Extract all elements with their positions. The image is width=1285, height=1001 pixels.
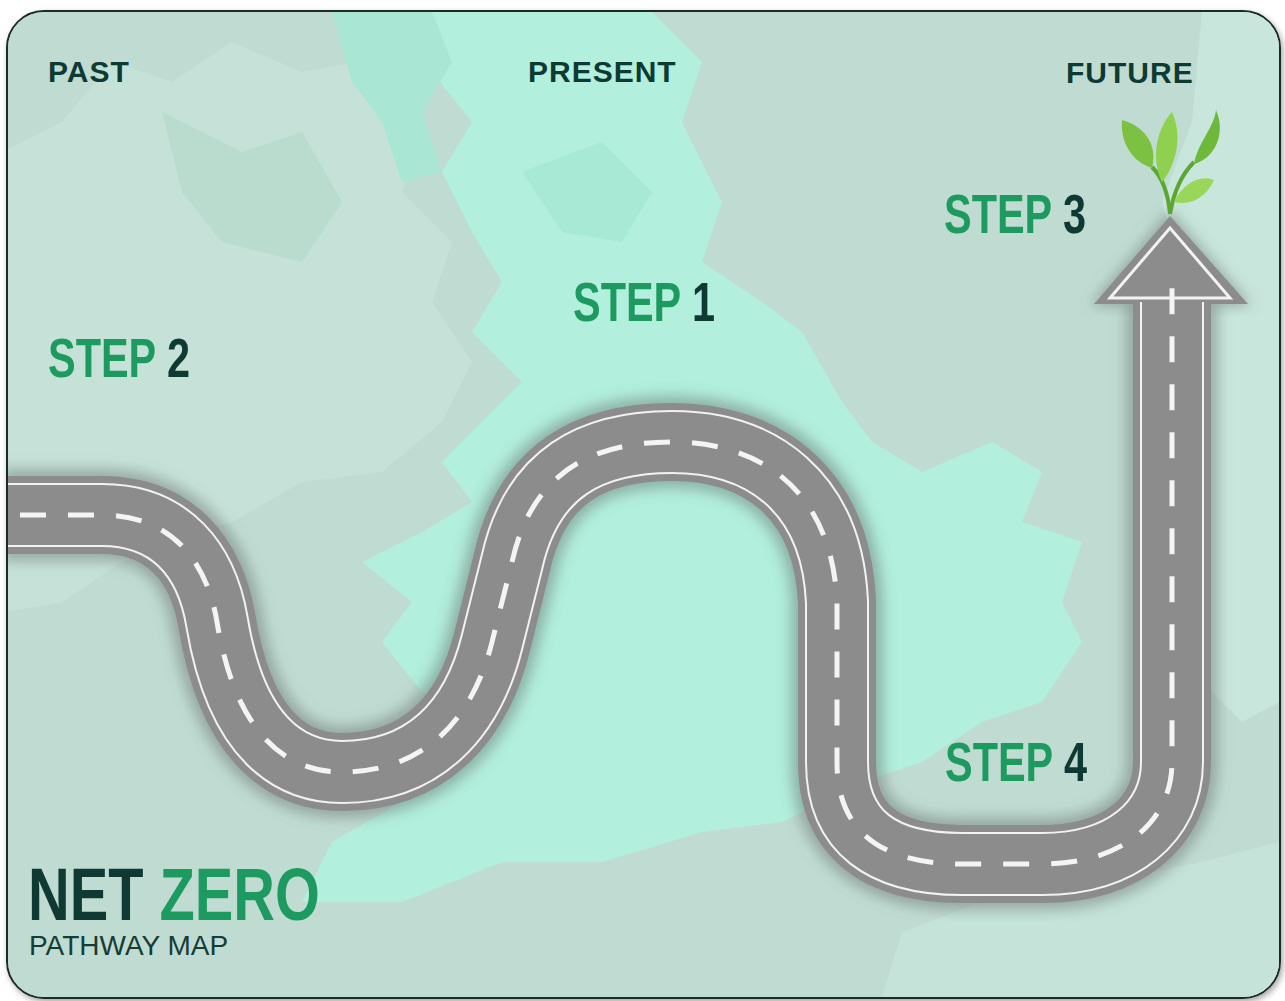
step-label: STEP 2 — [48, 330, 190, 386]
step-label: STEP 4 — [945, 734, 1087, 790]
frame: NET ZERO PAST PRESENT FUTURE STEP 2 STEP 1 STE… — [6, 10, 1281, 999]
leaf-sprout — [1122, 110, 1220, 214]
subtitle: PATHWAY MAP — [29, 932, 228, 960]
era-label: PRESENT — [528, 55, 677, 89]
map-illustration — [8, 12, 1279, 997]
title: NET ZERO — [28, 858, 320, 932]
era-label: FUTURE — [1066, 56, 1194, 90]
step-label: STEP 1 — [573, 274, 715, 330]
era-label: PAST — [48, 55, 130, 89]
step-label: STEP 3 — [944, 186, 1086, 242]
